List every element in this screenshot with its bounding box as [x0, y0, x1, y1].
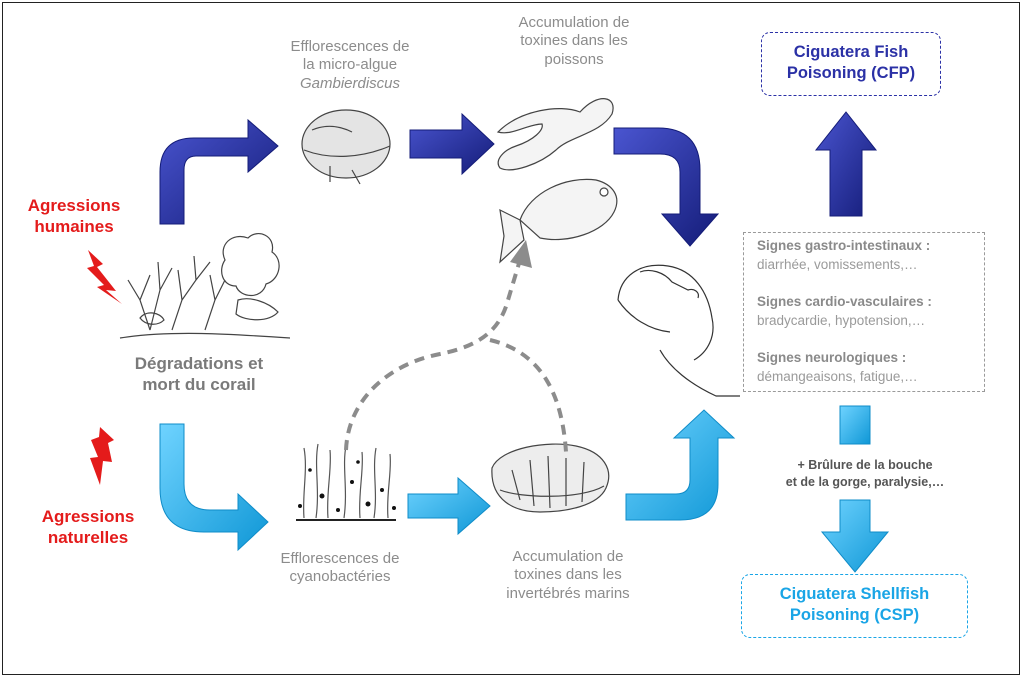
lightning-icon-human — [87, 250, 122, 304]
dashed-connector-arrowhead — [510, 240, 532, 268]
cfp-line2: Poisoning (CFP) — [786, 63, 916, 82]
sick-person-illustration — [617, 264, 740, 397]
fish-acc-line2: toxines dans les — [520, 32, 628, 50]
gambierdiscus-label: Efflorescences de la micro-algue Gambier… — [266, 38, 434, 93]
gambier-label-line3: Gambierdiscus — [299, 74, 401, 92]
coral-label-line1: Dégradations et — [134, 354, 264, 373]
gambierdiscus-illustration — [301, 109, 391, 185]
additional-symptoms-line1: + Brûlure de la bouche — [797, 458, 933, 472]
cyano-label-line2: cyanobactéries — [289, 568, 391, 586]
fish-accumulation-label: Accumulation de toxines dans les poisson… — [490, 14, 658, 69]
fish-acc-line1: Accumulation de — [518, 14, 630, 31]
human-aggression-line2: humaines — [34, 216, 114, 236]
natural-aggression-line2: naturelles — [47, 527, 129, 547]
symptom-title-neuro: Signes neurologiques : — [757, 350, 907, 365]
cyanobacteria-label: Efflorescences de cyanobactéries — [256, 550, 424, 587]
csp-line2: Poisoning (CSP) — [789, 605, 920, 624]
moray-eel-illustration — [496, 98, 614, 171]
coral-label-line2: mort du corail — [142, 374, 256, 394]
invert-acc-line1: Accumulation de — [512, 548, 624, 565]
cyanobacteria-illustration — [296, 443, 396, 521]
symptoms-box — [743, 232, 985, 392]
gambier-label-line1: Efflorescences de — [290, 38, 410, 55]
symptom-detail-cardio: bradycardie, hypotension,… — [757, 313, 926, 328]
symptom-detail-gastro: diarrhée, vomissements,… — [757, 257, 918, 272]
invert-acc-line2: toxines dans les — [514, 566, 622, 584]
reef-fish-illustration — [499, 178, 618, 264]
csp-box: Ciguatera Shellfish Poisoning (CSP) — [741, 574, 968, 638]
cyano-label-line1: Efflorescences de — [280, 550, 400, 567]
cfp-line1: Ciguatera Fish — [793, 43, 909, 61]
invert-acc-line3: invertébrés marins — [506, 584, 630, 602]
additional-symptoms: + Brûlure de la bouche et de la gorge, p… — [762, 457, 968, 491]
cfp-box: Ciguatera Fish Poisoning (CFP) — [761, 32, 941, 96]
coral-degradation-label: Dégradations et mort du corail — [104, 354, 294, 395]
invertebrate-accumulation-label: Accumulation de toxines dans les inverté… — [482, 548, 654, 603]
giant-clam-illustration — [491, 443, 610, 513]
natural-aggression-line1: Agressions — [41, 507, 135, 526]
lightning-icon-natural — [90, 427, 114, 485]
symptom-title-gastro: Signes gastro-intestinaux : — [757, 238, 931, 253]
fish-acc-line3: poissons — [544, 50, 604, 68]
dashed-connectors — [344, 259, 568, 453]
symptom-detail-neuro: démangeaisons, fatigue,… — [757, 369, 918, 384]
light-blue-arrows — [159, 405, 890, 573]
csp-line1: Ciguatera Shellfish — [779, 585, 930, 603]
human-aggression-label: Agressions humaines — [14, 196, 134, 237]
natural-aggression-label: Agressions naturelles — [28, 507, 148, 548]
human-aggression-line1: Agressions — [27, 196, 121, 215]
additional-symptoms-line2: et de la gorge, paralysie,… — [785, 474, 945, 489]
gambier-label-line2: la micro-algue — [302, 56, 398, 74]
symptom-title-cardio: Signes cardio-vasculaires : — [757, 294, 932, 309]
coral-illustration — [119, 233, 291, 339]
dark-blue-arrows — [159, 111, 878, 247]
